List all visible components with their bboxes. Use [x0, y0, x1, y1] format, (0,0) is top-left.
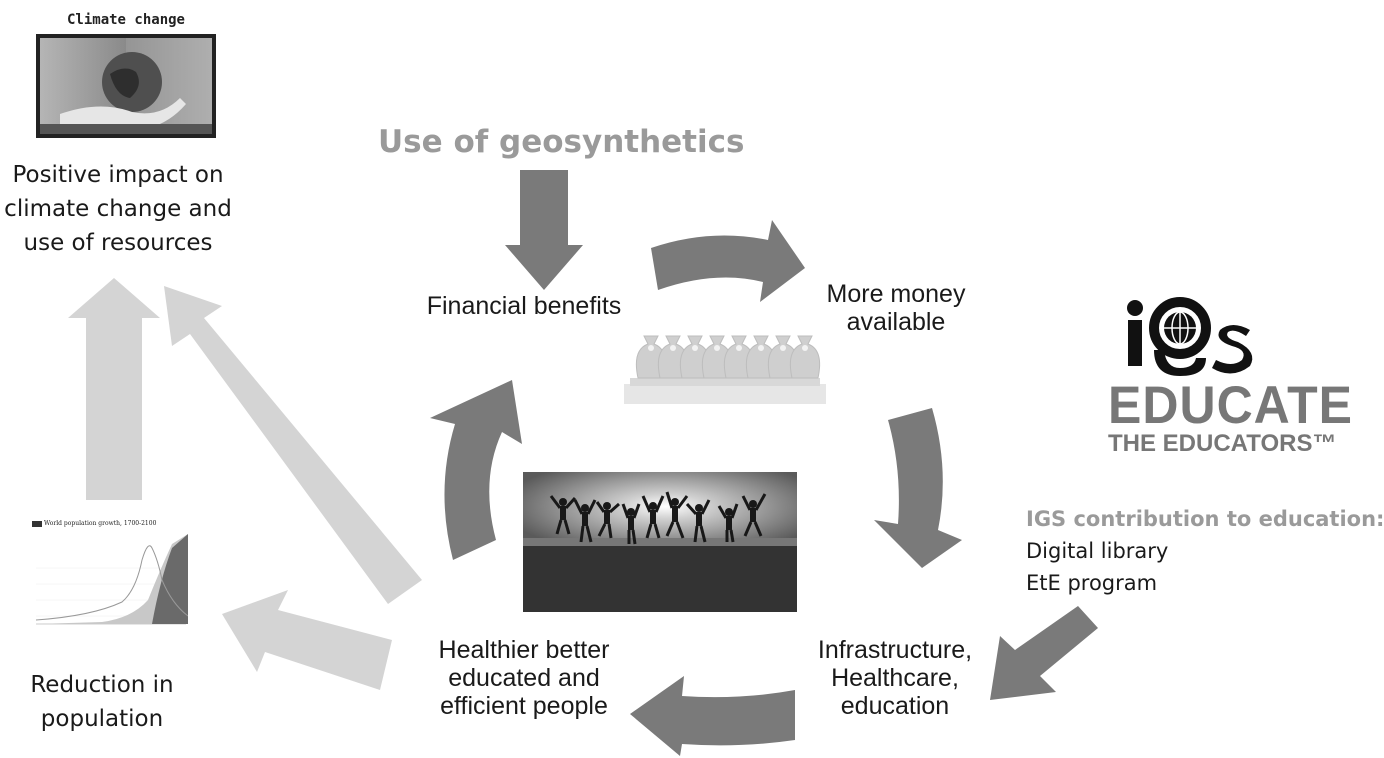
financial-benefits-label: Financial benefits	[426, 292, 622, 320]
arrow-people-to-population	[222, 590, 392, 690]
arrow-financial-to-money	[651, 220, 805, 302]
climate-image-caption: Climate change	[66, 12, 185, 28]
igs-logo-mark	[1127, 297, 1253, 376]
climate-impact-label: Positive impact on climate change and us…	[4, 162, 232, 256]
igs-contribution-heading: IGS contribution to education:	[1026, 507, 1384, 531]
igs-logo-educators: THE EDUCATORS™	[1108, 430, 1337, 457]
arrow-people-to-financial	[430, 380, 522, 560]
arrow-infrastructure-to-people	[630, 676, 795, 756]
diagram-title: Use of geosynthetics	[378, 124, 745, 160]
arrow-geosynthetics-to-financial	[505, 170, 583, 290]
arrow-igs-to-infrastructure	[990, 606, 1098, 700]
jumping-people-photo	[523, 472, 797, 612]
arrow-population-to-climate	[68, 278, 160, 500]
igs-contribution-item: EtE program	[1026, 571, 1158, 595]
population-chart-image: World population growth, 1700-2100	[32, 520, 188, 632]
igs-contribution: IGS contribution to education: Digital l…	[1026, 503, 1384, 599]
more-money-label: More money available	[826, 280, 966, 336]
population-label: Reduction in population	[30, 672, 174, 732]
money-bags-image	[624, 335, 826, 404]
population-chart-title: World population growth, 1700-2100	[44, 520, 157, 527]
arrow-people-to-climate	[164, 286, 422, 604]
igs-logo-educate: EDUCATE	[1108, 375, 1353, 435]
arrow-money-to-infrastructure	[874, 408, 962, 568]
healthier-people-label: Healthier better educated and efficient …	[438, 636, 610, 720]
igs-contribution-item: Digital library	[1026, 539, 1169, 563]
climate-image	[36, 34, 216, 138]
infrastructure-label: Infrastructure, Healthcare, education	[817, 636, 973, 720]
